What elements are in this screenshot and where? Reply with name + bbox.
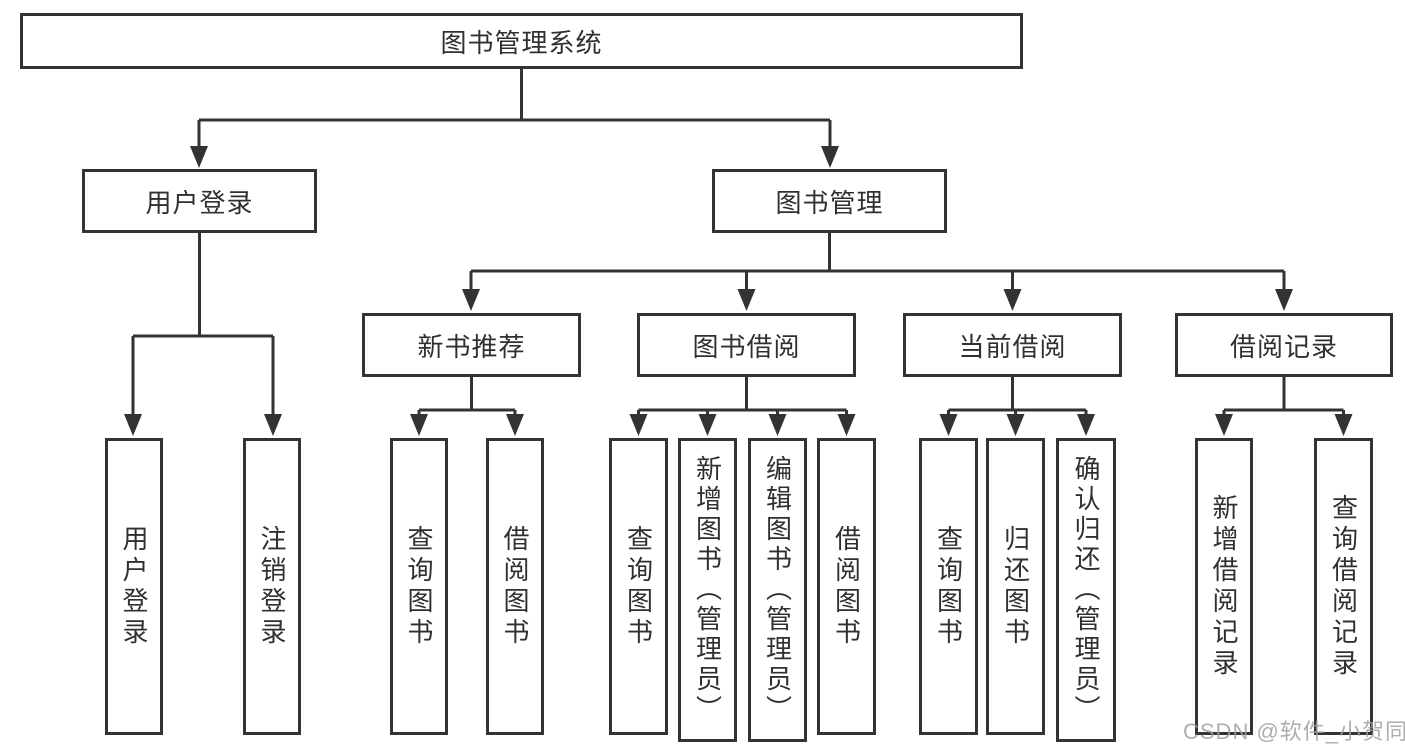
leaf-newbook-borrow-books: 借阅图书 (486, 438, 544, 735)
connector-user-login-branch (131, 233, 275, 416)
connector-group-current-borrow (947, 377, 1088, 417)
arrow-down-icon (124, 414, 142, 436)
arrow-down-icon (1003, 289, 1022, 311)
arrow-down-icon (1334, 414, 1353, 436)
node-label: 新书推荐 (417, 331, 526, 362)
node-book-management: 图书管理 (712, 169, 947, 233)
node-label: 当前借阅 (958, 331, 1067, 362)
leaf-label: 归还图书 (1000, 524, 1031, 649)
arrow-down-icon (264, 414, 282, 436)
leaf-current-query-books: 查询图书 (919, 438, 978, 735)
arrowheads-group (124, 146, 1353, 436)
leaf-borrow-borrow-books: 借阅图书 (817, 438, 876, 735)
arrow-down-icon (1006, 414, 1025, 436)
leaf-current-return-books: 归还图书 (986, 438, 1045, 735)
watermark: CSDN @软件_小贺同学 (1183, 719, 1405, 744)
arrow-down-icon (190, 146, 208, 168)
node-label: 图书借阅 (692, 331, 801, 362)
connector-group-borrow-records (1222, 377, 1345, 417)
leaf-label: 借阅图书 (500, 524, 530, 649)
connector-group-book-management (469, 233, 1286, 291)
connector-current-borrow-branch (947, 377, 1088, 417)
arrow-down-icon (1215, 414, 1233, 436)
arrow-down-icon (462, 289, 480, 311)
leaf-label: 新增借阅记录 (1209, 493, 1239, 680)
node-label: 图书管理 (775, 187, 884, 218)
leaf-label: 查询图书 (933, 524, 964, 649)
leaf-records-add-record: 新增借阅记录 (1195, 438, 1253, 735)
arrow-down-icon (698, 414, 717, 436)
connector-book-management-branch (469, 233, 1286, 291)
node-book-borrow: 图书借阅 (637, 313, 856, 377)
arrow-down-icon (821, 146, 839, 168)
leaf-label: 编辑图书（管理员） (762, 455, 793, 725)
leaf-borrow-add-books-admin: 新增图书（管理员） (678, 438, 737, 742)
leaf-newbook-query-books: 查询图书 (390, 438, 448, 735)
node-borrow-records: 借阅记录 (1175, 313, 1393, 377)
leaf-borrow-edit-books-admin: 编辑图书（管理员） (748, 438, 807, 742)
arrow-down-icon (629, 414, 648, 436)
leaf-label: 新增图书（管理员） (692, 455, 723, 725)
connector-group-root (197, 69, 832, 147)
leaf-label: 借阅图书 (831, 524, 862, 649)
node-user-login: 用户登录 (82, 169, 317, 233)
arrow-down-icon (410, 414, 428, 436)
leaf-label: 查询图书 (623, 524, 654, 649)
leaf-user-login: 用户登录 (105, 438, 163, 735)
node-label: 图书管理系统 (440, 27, 603, 58)
connector-root-trunk (197, 69, 832, 147)
leaf-label: 注销登录 (257, 524, 287, 649)
connector-group-new-book (417, 377, 517, 417)
node-new-book-recommend: 新书推荐 (362, 313, 581, 377)
leaf-current-confirm-return-admin: 确认归还（管理员） (1056, 438, 1116, 742)
arrow-down-icon (939, 414, 958, 436)
arrow-down-icon (1077, 414, 1095, 436)
arrow-down-icon (737, 289, 756, 311)
leaf-borrow-query-books: 查询图书 (609, 438, 668, 735)
node-current-borrow: 当前借阅 (903, 313, 1122, 377)
connector-group-user-login (131, 233, 275, 416)
arrow-down-icon (1275, 289, 1293, 311)
leaf-records-query-record: 查询借阅记录 (1314, 438, 1373, 735)
leaf-label: 用户登录 (119, 524, 149, 649)
node-label: 借阅记录 (1229, 331, 1338, 362)
connector-book-borrow-branch (637, 377, 848, 417)
node-label: 用户登录 (145, 187, 254, 218)
arrow-down-icon (506, 414, 524, 436)
leaf-logout: 注销登录 (243, 438, 301, 735)
connector-new-book-branch (417, 377, 517, 417)
arrow-down-icon (837, 414, 856, 436)
leaf-label: 查询借阅记录 (1328, 493, 1359, 680)
leaf-label: 确认归还（管理员） (1071, 455, 1101, 725)
leaf-label: 查询图书 (404, 524, 434, 649)
connector-group-book-borrow (637, 377, 848, 417)
node-root: 图书管理系统 (20, 13, 1023, 69)
arrow-down-icon (768, 414, 787, 436)
connector-borrow-records-branch (1222, 377, 1345, 417)
